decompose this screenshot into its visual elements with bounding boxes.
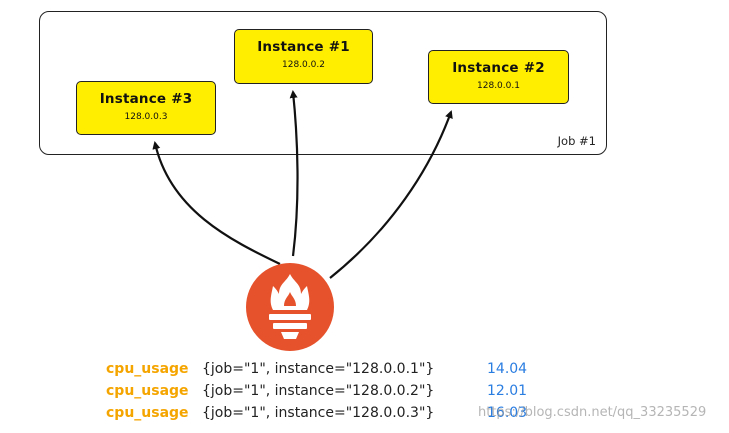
arrow-to-instance-3 bbox=[152, 141, 281, 265]
metric-row: cpu_usage {job="1", instance="128.0.0.2"}… bbox=[106, 383, 527, 405]
instance-3-name: Instance #3 bbox=[99, 91, 193, 107]
metric-row: cpu_usage {job="1", instance="128.0.0.3"}… bbox=[106, 405, 527, 427]
instance-1-box: Instance #1 128.0.0.2 bbox=[234, 29, 373, 84]
arrow-to-instance-2 bbox=[329, 110, 453, 279]
watermark: https://blog.csdn.net/qq_33235529 bbox=[478, 405, 707, 420]
instance-3-ip: 128.0.0.3 bbox=[124, 112, 168, 122]
metric-value: 16.03 bbox=[487, 405, 528, 421]
instance-1-name: Instance #1 bbox=[257, 39, 350, 55]
metric-value: 14.04 bbox=[487, 361, 528, 377]
metric-labels: {job="1", instance="128.0.0.1"} bbox=[202, 361, 435, 377]
metrics-list: cpu_usage {job="1", instance="128.0.0.1"}… bbox=[106, 361, 527, 427]
metric-name: cpu_usage bbox=[106, 361, 189, 377]
instance-2-box: Instance #2 128.0.0.1 bbox=[428, 50, 569, 104]
instance-2-ip: 128.0.0.1 bbox=[477, 81, 520, 91]
instance-3-box: Instance #3 128.0.0.3 bbox=[76, 81, 216, 135]
metric-labels: {job="1", instance="128.0.0.3"} bbox=[202, 405, 435, 421]
metric-row: cpu_usage {job="1", instance="128.0.0.1"}… bbox=[106, 361, 527, 383]
prometheus-logo-icon bbox=[246, 263, 334, 351]
instance-2-name: Instance #2 bbox=[452, 60, 545, 76]
metric-name: cpu_usage bbox=[106, 405, 189, 421]
metric-labels: {job="1", instance="128.0.0.2"} bbox=[202, 383, 435, 399]
job-box: Job #1 bbox=[39, 11, 607, 155]
instance-1-ip: 128.0.0.2 bbox=[282, 60, 325, 70]
job-label: Job #1 bbox=[557, 134, 596, 148]
metric-value: 12.01 bbox=[487, 383, 528, 399]
metric-name: cpu_usage bbox=[106, 383, 189, 399]
arrow-to-instance-1 bbox=[289, 90, 299, 257]
